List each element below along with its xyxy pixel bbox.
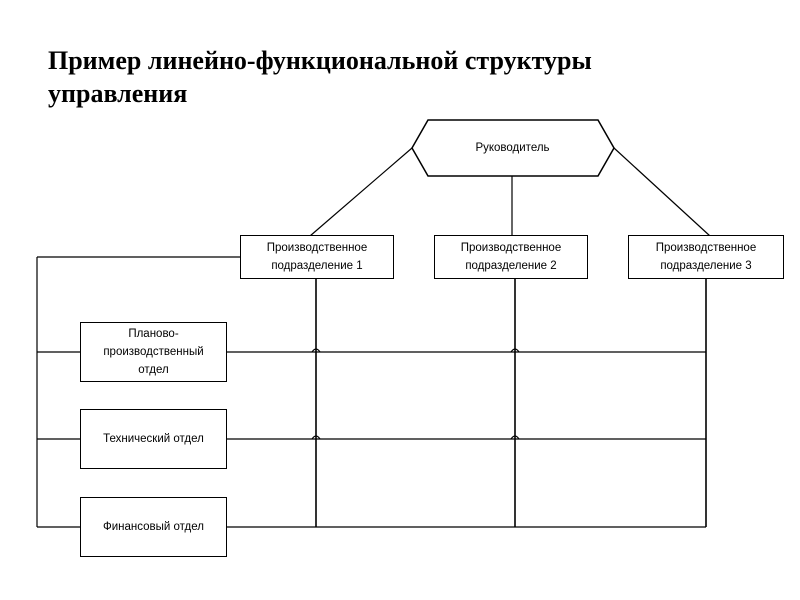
crossing-bump <box>311 435 321 440</box>
division-2-box: Производственное подразделение 2 <box>434 235 588 279</box>
department-planning-box: Планово- производственный отдел <box>80 322 227 382</box>
crossing-bump <box>510 348 520 353</box>
division-1-box: Производственное подразделение 1 <box>240 235 394 279</box>
department-technical-box: Технический отдел <box>80 409 227 469</box>
head-label: Руководитель <box>475 142 550 154</box>
connector-head-division-1 <box>309 147 413 237</box>
department-finance-box: Финансовый отдел <box>80 497 227 557</box>
crossing-bump <box>311 348 321 353</box>
page-title: Пример линейно-функциональной структуры … <box>48 46 592 108</box>
crossing-bump <box>510 435 520 440</box>
division-3-box: Производственное подразделение 3 <box>628 235 784 279</box>
connector-head-division-3 <box>613 147 711 237</box>
